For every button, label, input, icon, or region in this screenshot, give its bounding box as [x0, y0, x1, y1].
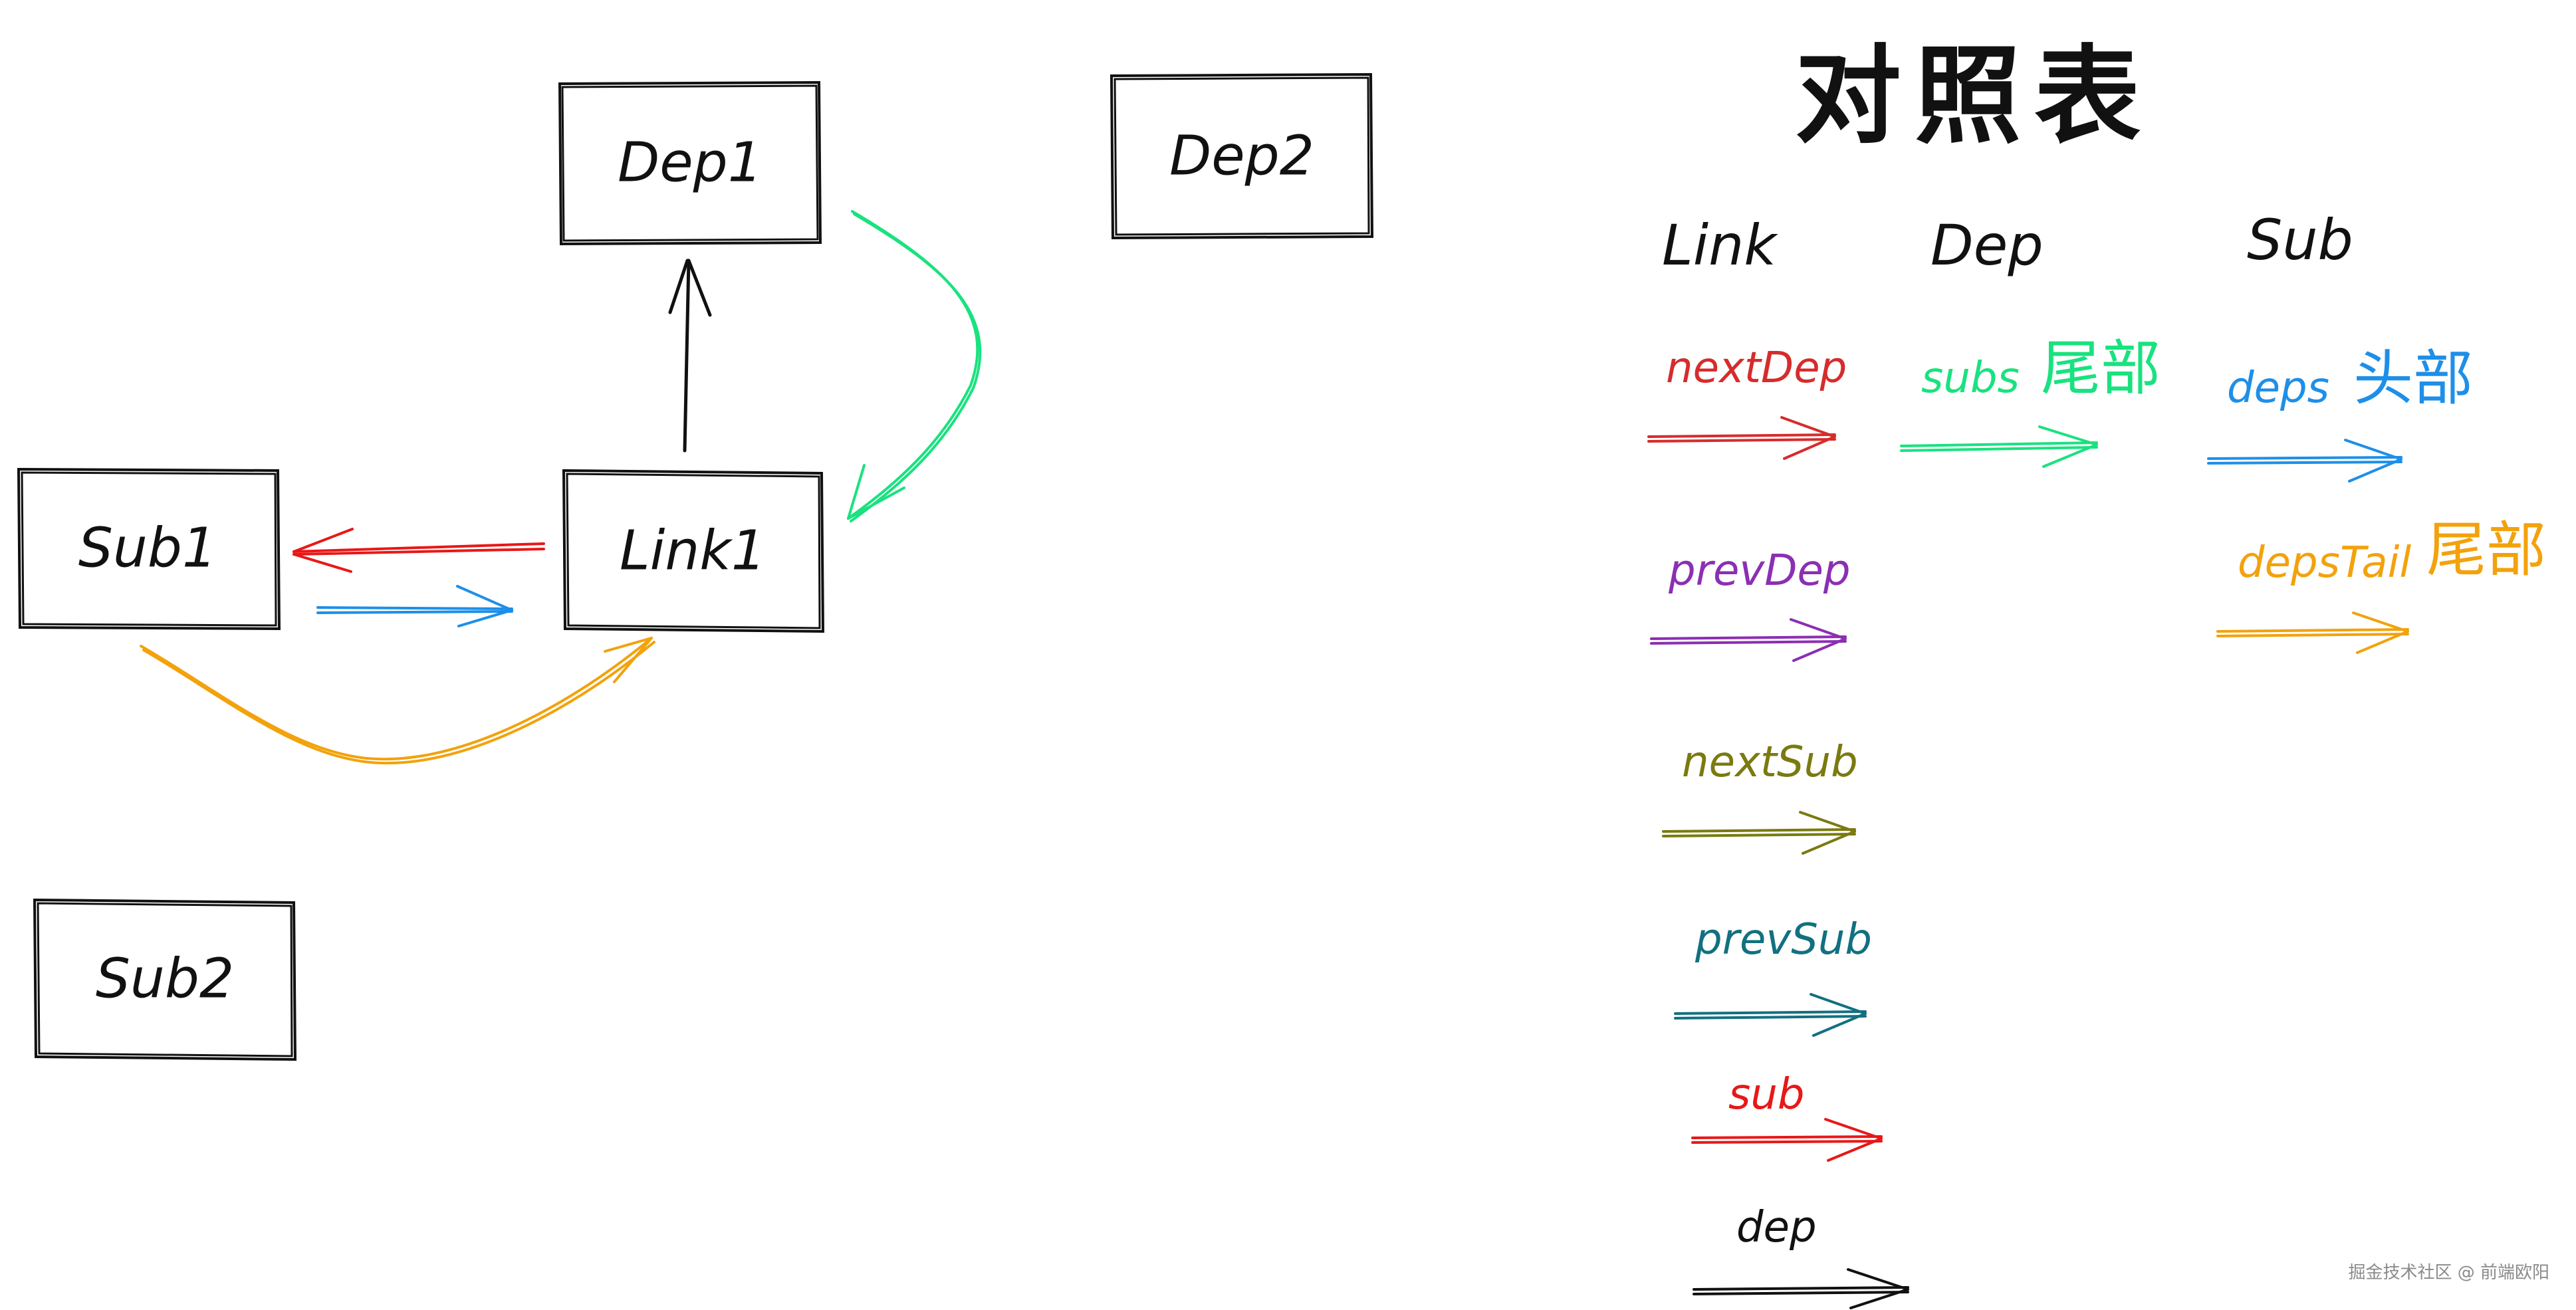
- legend-item-nextdep: nextDep: [1647, 344, 1847, 460]
- node-dep1-label: Dep1: [618, 131, 762, 194]
- legend-item-depstail: depsTail 尾部: [2216, 515, 2546, 654]
- legend-item-deps: deps 头部: [2207, 344, 2473, 483]
- legend-item-nextsub: nextSub: [1662, 738, 1858, 855]
- legend-label-nextsub: nextSub: [1682, 738, 1858, 787]
- legend-label-subs: subs: [1921, 354, 2020, 403]
- legend-label-prevdep: prevDep: [1668, 546, 1850, 596]
- watermark: 掘金技术社区 @ 前端欧阳: [2348, 1263, 2549, 1283]
- node-dep2-label: Dep2: [1169, 124, 1314, 187]
- legend-item-subs: subs 尾部: [1900, 334, 2161, 468]
- legend-label-nextdep: nextDep: [1666, 344, 1847, 393]
- legend-item-sub: sub: [1691, 1070, 1883, 1162]
- column-header-link: Link: [1662, 213, 1778, 278]
- legend-label-dep: dep: [1736, 1203, 1817, 1252]
- node-link1-label: Link1: [620, 519, 766, 582]
- legend-label-sub: sub: [1728, 1070, 1805, 1119]
- legend-item-prevsub: prevSub: [1674, 915, 1872, 1037]
- edge-sub1-to-link1-deps: [316, 585, 513, 627]
- node-sub1: Sub1: [17, 467, 281, 631]
- column-header-dep: Dep: [1931, 213, 2044, 278]
- node-sub2: Sub2: [33, 898, 297, 1061]
- edge-link1-to-dep1-dep: [668, 259, 712, 453]
- legend-item-dep: dep: [1693, 1203, 1909, 1309]
- node-sub2-label: Sub2: [96, 947, 234, 1010]
- legend-label-depstail: depsTail: [2238, 538, 2411, 588]
- legend-item-prevdep: prevDep: [1650, 546, 1850, 662]
- legend-suffix-subs: 尾部: [2041, 334, 2161, 403]
- legend-suffix-deps: 头部: [2353, 344, 2473, 413]
- node-sub1-label: Sub1: [78, 516, 217, 580]
- legend-suffix-depstail: 尾部: [2426, 515, 2546, 585]
- edge-link1-to-sub1-sub: [293, 528, 545, 573]
- legend-title: 对照表: [1795, 34, 2154, 158]
- legend-label-deps: deps: [2227, 364, 2329, 413]
- node-link1: Link1: [562, 469, 825, 633]
- column-header-sub: Sub: [2247, 207, 2353, 273]
- node-dep1: Dep1: [558, 80, 822, 246]
- legend-label-prevsub: prevSub: [1695, 915, 1872, 964]
- node-dep2: Dep2: [1110, 72, 1374, 240]
- edge-sub1-to-link1-depstail: [140, 637, 655, 765]
- edge-dep1-to-link1-subs: [847, 210, 982, 522]
